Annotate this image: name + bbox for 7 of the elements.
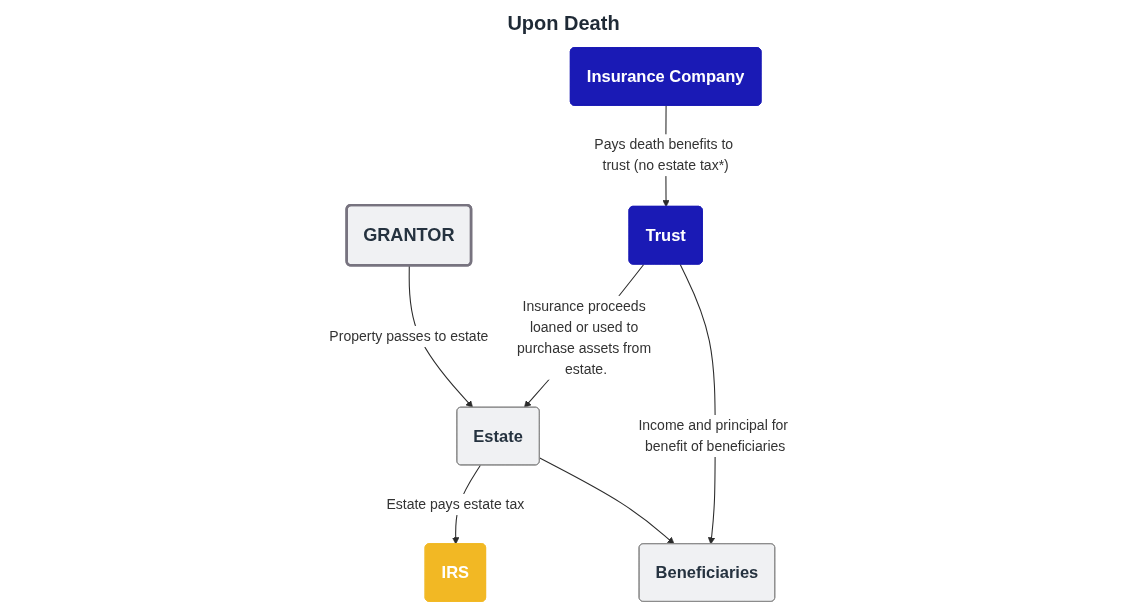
edge-label: Insurance proceeds loaned or used to purchase assets from estate. xyxy=(517,298,652,377)
edge-label: Pays death benefits to trust (no estate tax*) xyxy=(594,136,734,174)
arrow xyxy=(539,457,675,545)
edge-label: Property passes to estate xyxy=(329,328,489,344)
edge-label: Estate pays estate tax xyxy=(386,496,525,512)
edge-label: Income and principal for benefit of beneficiaries xyxy=(638,417,789,455)
diagram-title: Upon Death xyxy=(507,12,620,35)
